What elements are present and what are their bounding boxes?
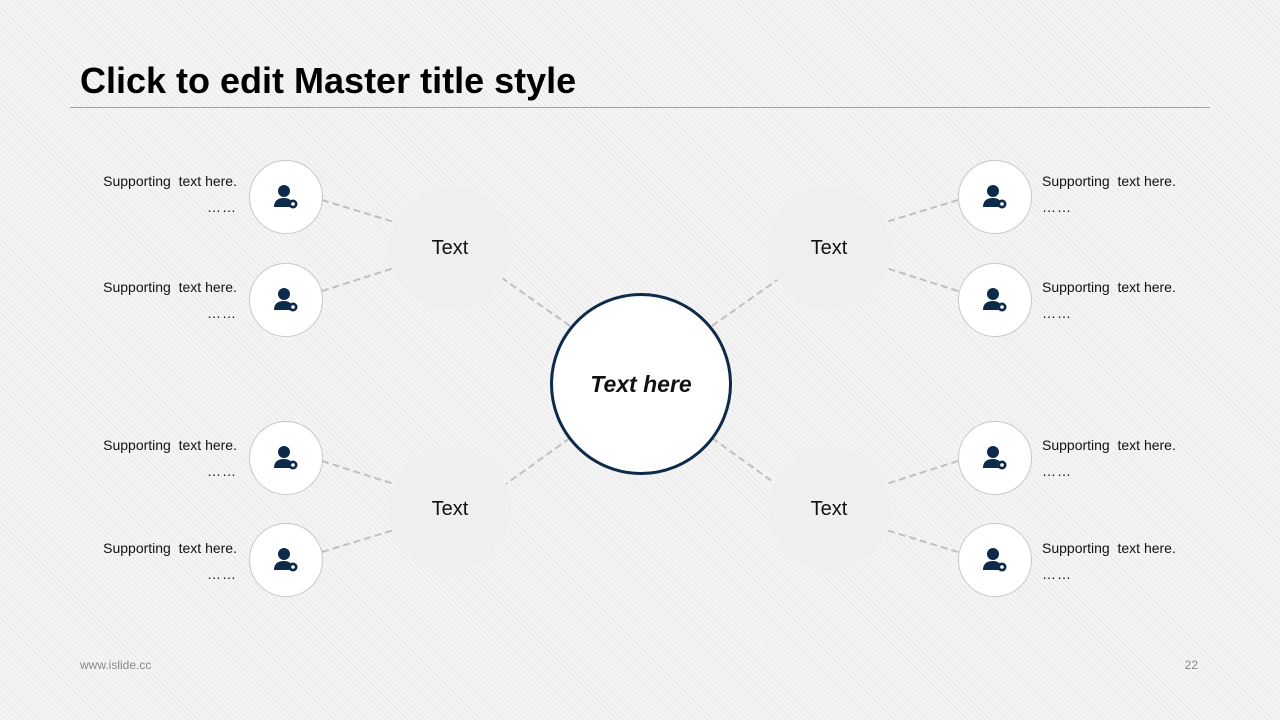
ellipsis: ……	[1042, 566, 1072, 582]
ellipsis: ……	[207, 566, 237, 582]
center-node[interactable]: Text here	[550, 293, 732, 475]
connector-center-hub-2	[711, 277, 781, 327]
ellipsis: ……	[207, 305, 237, 321]
leaf-node-4[interactable]	[249, 523, 323, 597]
user-gear-icon	[983, 288, 1007, 312]
supporting-text-7: Supporting text here. ……	[1042, 432, 1176, 484]
hub-node-top-left[interactable]: Text	[389, 187, 511, 309]
user-gear-icon	[274, 548, 298, 572]
leaf-node-6[interactable]	[958, 263, 1032, 337]
supporting-text-3: Supporting text here. ……	[103, 432, 237, 484]
connector-hub-2-leaf-6	[885, 267, 959, 292]
hub-label: Text	[810, 236, 848, 259]
supporting-text: Supporting text here.	[1042, 173, 1176, 189]
supporting-text-6: Supporting text here. ……	[1042, 274, 1176, 326]
supporting-text: Supporting text here.	[103, 540, 237, 556]
user-gear-icon	[983, 446, 1007, 470]
supporting-text: Supporting text here.	[103, 437, 237, 453]
supporting-text-1: Supporting text here. ……	[103, 168, 237, 220]
leaf-node-1[interactable]	[249, 160, 323, 234]
hub-node-bottom-right[interactable]: Text	[768, 448, 890, 570]
leaf-node-5[interactable]	[958, 160, 1032, 234]
center-label: Text here	[590, 370, 692, 397]
ellipsis: ……	[1042, 199, 1072, 215]
connector-center-hub-3	[505, 437, 571, 485]
supporting-text: Supporting text here.	[1042, 437, 1176, 453]
supporting-text: Supporting text here.	[1042, 279, 1176, 295]
connector-center-hub-4	[711, 437, 777, 485]
supporting-text-5: Supporting text here. ……	[1042, 168, 1176, 220]
leaf-node-3[interactable]	[249, 421, 323, 495]
connector-hub-2-leaf-5	[885, 199, 959, 223]
user-gear-icon	[274, 185, 298, 209]
hub-node-top-right[interactable]: Text	[768, 187, 890, 309]
connector-hub-1-leaf-2	[321, 267, 395, 292]
supporting-text: Supporting text here.	[103, 173, 237, 189]
ellipsis: ……	[1042, 463, 1072, 479]
title-divider	[70, 107, 1210, 108]
supporting-text: Supporting text here.	[103, 279, 237, 295]
connector-hub-1-leaf-1	[321, 199, 395, 223]
slide-title: Click to edit Master title style	[80, 60, 577, 101]
connector-hub-3-leaf-3	[321, 460, 395, 485]
user-gear-icon	[274, 446, 298, 470]
connector-center-hub-1	[501, 277, 571, 327]
supporting-text-4: Supporting text here. ……	[103, 535, 237, 587]
hub-label: Text	[431, 236, 469, 259]
connector-hub-4-leaf-8	[885, 529, 959, 553]
connector-hub-3-leaf-4	[321, 529, 395, 553]
user-gear-icon	[274, 288, 298, 312]
hub-label: Text	[810, 497, 848, 520]
supporting-text-2: Supporting text here. ……	[103, 274, 237, 326]
ellipsis: ……	[207, 463, 237, 479]
supporting-text-8: Supporting text here. ……	[1042, 535, 1176, 587]
page-number: 22	[1184, 658, 1198, 672]
user-gear-icon	[983, 548, 1007, 572]
leaf-node-7[interactable]	[958, 421, 1032, 495]
supporting-text: Supporting text here.	[1042, 540, 1176, 556]
hub-label: Text	[431, 497, 469, 520]
ellipsis: ……	[207, 199, 237, 215]
ellipsis: ……	[1042, 305, 1072, 321]
leaf-node-8[interactable]	[958, 523, 1032, 597]
footer-url: www.islide.cc	[80, 658, 152, 672]
connector-hub-4-leaf-7	[885, 460, 959, 485]
leaf-node-2[interactable]	[249, 263, 323, 337]
user-gear-icon	[983, 185, 1007, 209]
hub-node-bottom-left[interactable]: Text	[389, 448, 511, 570]
